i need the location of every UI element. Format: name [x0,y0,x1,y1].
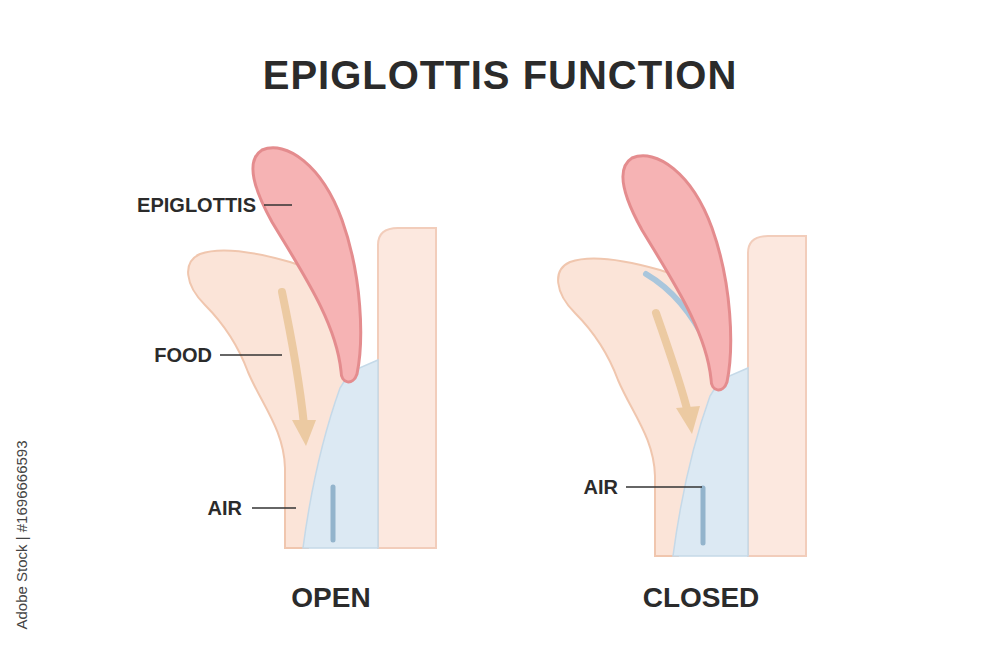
closed-figure [558,156,806,556]
watermark: Adobe Stock | #1696666593 [14,440,31,629]
part-label: AIR [208,497,242,519]
state-caption: OPEN [291,583,370,614]
part-label: FOOD [154,344,212,366]
part-label: EPIGLOTTIS [137,194,256,216]
part-label: AIR [584,476,618,498]
leader-lines [220,205,702,508]
diagram-title: EPIGLOTTIS FUNCTION [263,53,738,97]
state-caption: CLOSED [643,583,760,614]
